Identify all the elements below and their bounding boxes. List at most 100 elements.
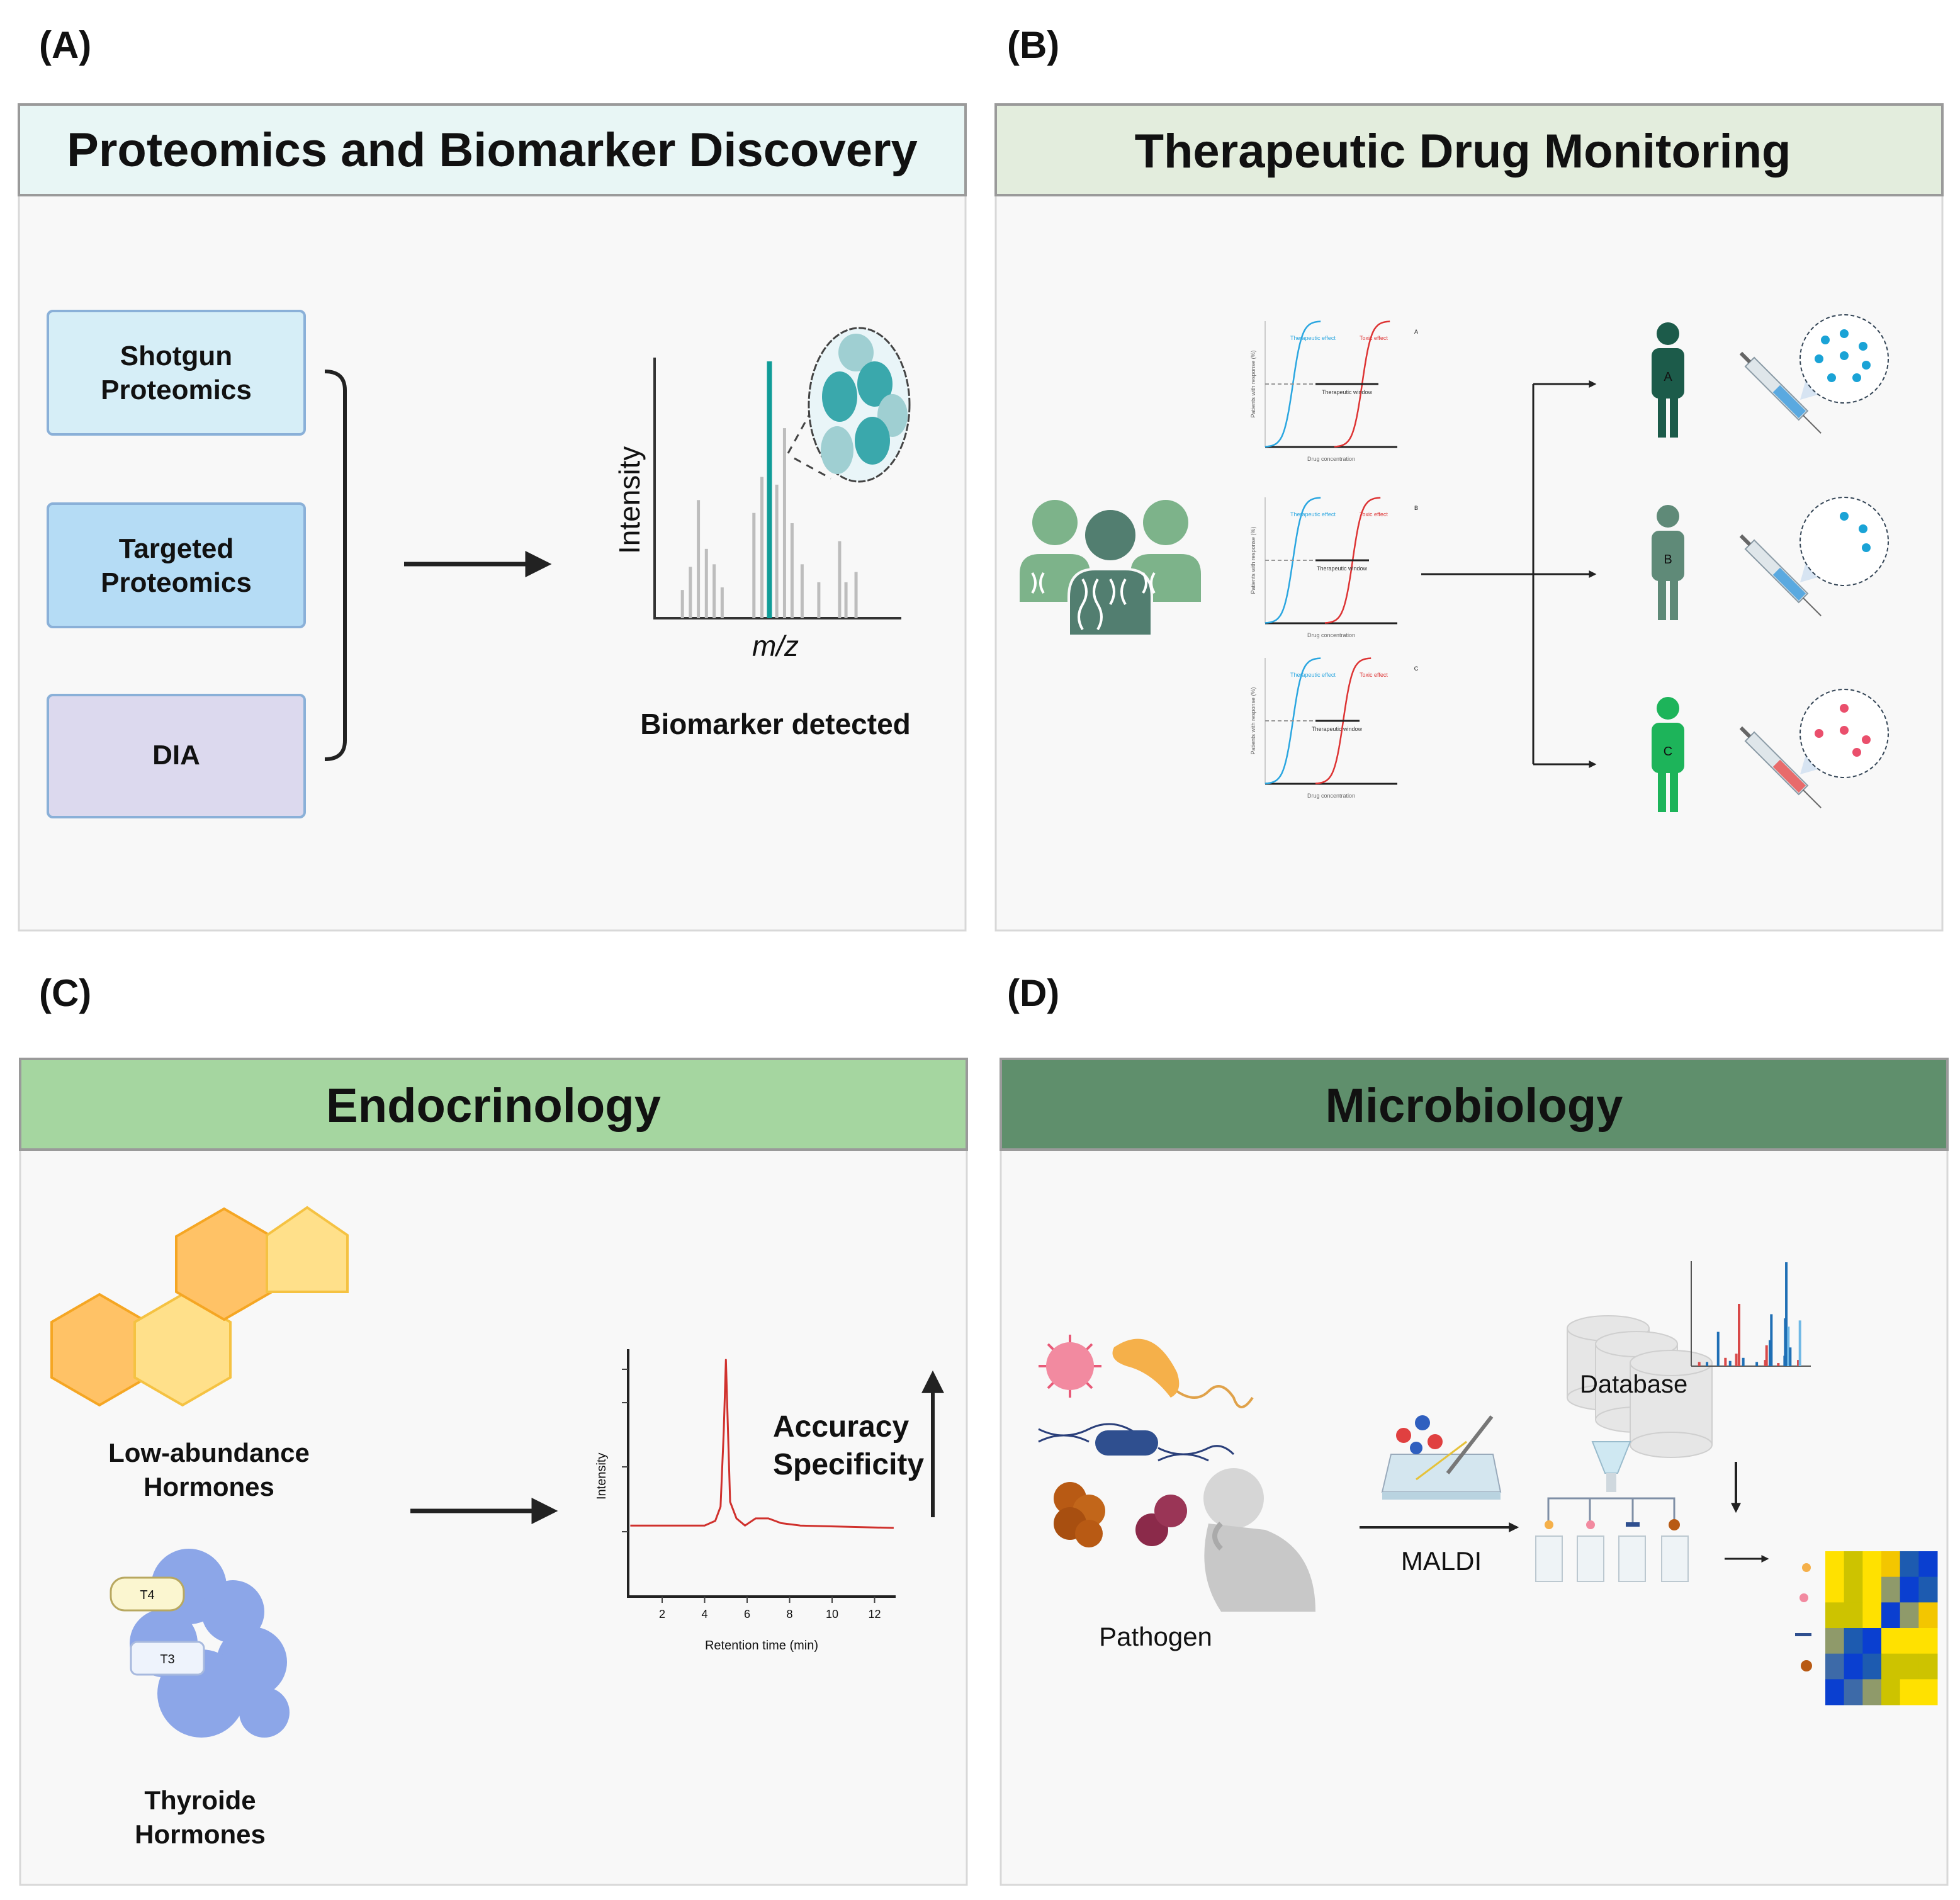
spectrum-peak bbox=[1724, 1357, 1727, 1366]
heatmap-cell bbox=[1918, 1679, 1938, 1705]
heatmap-cell bbox=[1862, 1576, 1882, 1603]
panel-b: Therapeutic Drug Monitoring ATherapeutic… bbox=[994, 103, 1944, 932]
drug-molecule-dot bbox=[1862, 361, 1871, 370]
spectrum-peak bbox=[1728, 1360, 1732, 1366]
heatmap-cell bbox=[1900, 1576, 1919, 1603]
spectrum-peak bbox=[697, 500, 701, 618]
heatmap-cell bbox=[1825, 1628, 1845, 1654]
spectrum-peak bbox=[689, 567, 692, 618]
person-leg bbox=[1670, 768, 1678, 812]
therapeutic-window-label: Therapeutic window bbox=[1317, 565, 1368, 572]
heatmap-cell bbox=[1900, 1602, 1919, 1629]
drug-molecule-dot bbox=[1815, 729, 1823, 738]
panel-a-header bbox=[18, 103, 967, 196]
drug-molecule-dot bbox=[1862, 735, 1871, 744]
x-axis-label: Drug concentration bbox=[1307, 793, 1355, 799]
database-icon: Database bbox=[1567, 1315, 1713, 1458]
heatmap-cell bbox=[1862, 1628, 1882, 1654]
heatmap bbox=[1825, 1551, 1938, 1705]
spectrum-peak bbox=[1738, 1304, 1740, 1366]
spectrum-peak bbox=[1765, 1345, 1768, 1366]
person-leg bbox=[1658, 768, 1666, 812]
drug-molecule-dot bbox=[1821, 336, 1830, 344]
y-axis-label: Patients with response (%) bbox=[1250, 350, 1256, 417]
syringe-needle bbox=[1803, 789, 1822, 808]
t3-label: T3 bbox=[160, 1653, 174, 1666]
spectrum-peak bbox=[760, 477, 763, 618]
heatmap-cell bbox=[1825, 1576, 1845, 1603]
syringe-fluid bbox=[1772, 759, 1806, 793]
spectrum-peak bbox=[1716, 1332, 1720, 1366]
heatmap-cell bbox=[1881, 1628, 1901, 1654]
heatmap-cell bbox=[1844, 1653, 1863, 1680]
person-icon bbox=[1657, 322, 1679, 345]
curve-label: C bbox=[1414, 665, 1419, 672]
person-leg bbox=[1658, 576, 1666, 620]
drug-molecule-dot bbox=[1862, 543, 1871, 552]
panel-a: Proteomics and Biomarker Discovery Shotg… bbox=[18, 103, 967, 932]
drug-molecule-dot bbox=[1840, 351, 1849, 360]
drug-molecule-dot bbox=[1840, 726, 1849, 735]
panel-c: Endocrinology Low-abundance Hormones T4 … bbox=[19, 1058, 968, 1886]
person-body bbox=[1652, 723, 1684, 773]
method-box-targeted: Targeted Proteomics bbox=[47, 502, 306, 628]
person-body bbox=[1652, 531, 1684, 581]
therapeutic-effect-label: Therapeutic effect bbox=[1290, 511, 1336, 517]
person-leg bbox=[1670, 393, 1678, 438]
spectrum-peak bbox=[1706, 1362, 1709, 1366]
spectrum-peak bbox=[800, 564, 804, 618]
specificity-label: Specificity bbox=[773, 1448, 924, 1481]
panel-b-header bbox=[994, 103, 1944, 196]
heatmap-cell bbox=[1862, 1602, 1882, 1629]
method-box-dia: DIA bbox=[47, 694, 306, 818]
spectrum-peak bbox=[1797, 1360, 1800, 1366]
panel-d-title: Microbiology bbox=[1326, 1079, 1623, 1133]
drug-molecule-dot bbox=[1827, 373, 1836, 382]
accuracy-label: Accuracy bbox=[773, 1410, 909, 1444]
spectrum-y-label: Intensity bbox=[613, 446, 646, 554]
drug-molecule-dot bbox=[1852, 373, 1861, 382]
method-label: Shotgun bbox=[120, 341, 232, 371]
spectrum-peak bbox=[854, 572, 858, 618]
spectrum-peak bbox=[1770, 1314, 1773, 1366]
spectrum-peak bbox=[1769, 1340, 1772, 1366]
heatmap-cell bbox=[1900, 1679, 1919, 1705]
branch-arrows bbox=[1421, 380, 1597, 768]
panel-a-letter: (A) bbox=[39, 24, 91, 66]
spectrum-peak bbox=[1742, 1357, 1745, 1366]
x-tick-label: 10 bbox=[826, 1608, 838, 1620]
therapeutic-window-label: Therapeutic window bbox=[1312, 726, 1363, 732]
syringe-fluid bbox=[1772, 567, 1806, 601]
x-tick-label: 2 bbox=[659, 1608, 665, 1620]
spectrum-peak bbox=[775, 484, 779, 618]
x-axis-label: Drug concentration bbox=[1307, 632, 1355, 638]
protein-inset bbox=[787, 327, 911, 483]
heatmap-cell bbox=[1918, 1576, 1938, 1603]
spectrum-peak bbox=[817, 582, 821, 618]
panel-a-title: Proteomics and Biomarker Discovery bbox=[67, 123, 918, 177]
heatmap-cell bbox=[1881, 1653, 1901, 1680]
person-icon bbox=[1657, 697, 1679, 720]
syringe-plunger bbox=[1739, 726, 1752, 738]
sample-magnifier bbox=[1799, 497, 1889, 586]
heatmap-cell bbox=[1825, 1551, 1845, 1578]
toxic-effect-label: Toxic effect bbox=[1360, 672, 1388, 678]
heatmap-cell bbox=[1881, 1551, 1901, 1578]
chromatogram-x-label: Retention time (min) bbox=[705, 1639, 818, 1653]
patient-label: B bbox=[1664, 553, 1672, 567]
method-label: Targeted bbox=[119, 533, 234, 564]
pathogen-label: Pathogen bbox=[1099, 1622, 1212, 1651]
heatmap-cell bbox=[1844, 1679, 1863, 1705]
curve-label: A bbox=[1414, 329, 1418, 335]
heatmap-cell bbox=[1844, 1628, 1863, 1654]
syringe-needle bbox=[1803, 597, 1822, 616]
x-tick-label: 8 bbox=[786, 1608, 792, 1620]
drug-molecule-dot bbox=[1815, 354, 1823, 363]
therapeutic-effect-label: Therapeutic effect bbox=[1290, 672, 1336, 678]
spectrum-peak bbox=[844, 582, 848, 618]
heatmap-cell bbox=[1862, 1653, 1882, 1680]
heatmap-cell bbox=[1844, 1551, 1863, 1578]
